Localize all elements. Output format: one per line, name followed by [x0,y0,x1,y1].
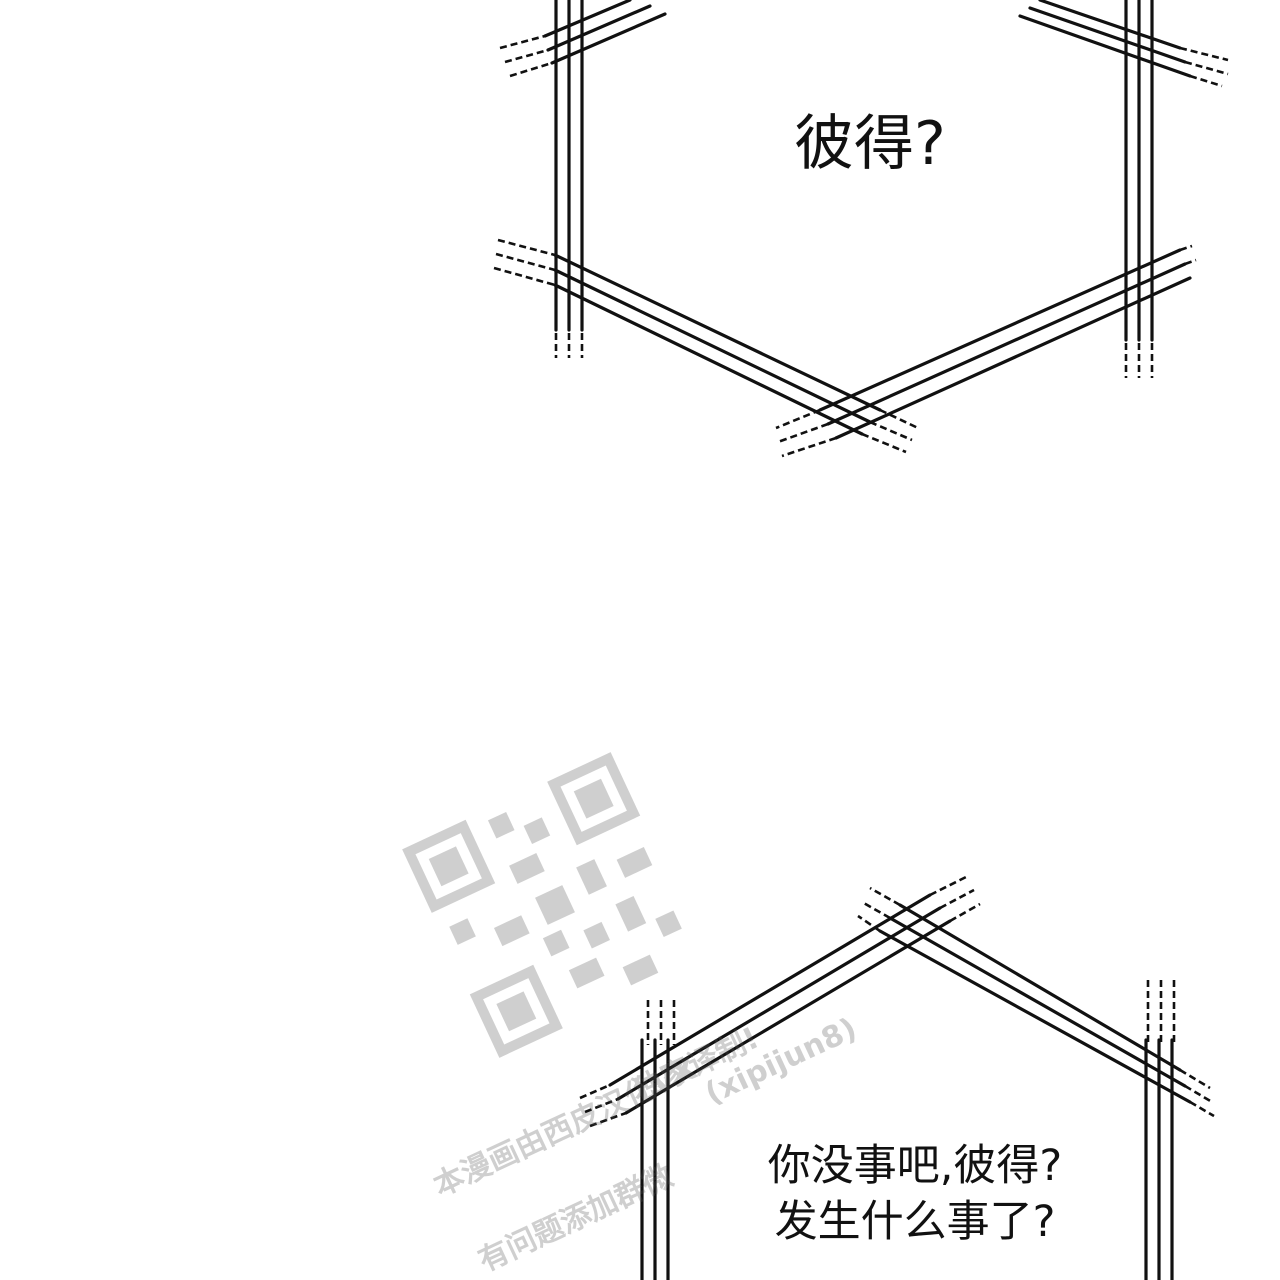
top-bubble-frame [493,0,1229,458]
qr-code-icon [388,738,722,1072]
bottom-bubble-line-2: 发生什么事了? [774,1197,1056,1247]
bottom-bubble-text: 你没事吧,彼得? 发生什么事了? [700,1138,1130,1250]
watermark: 独家译制! (xipijun8) 本漫画由西皮汉化VX 有问题添加群微 [388,738,900,1279]
bottom-bubble-frame [579,874,1215,1280]
bottom-bubble-line-1: 你没事吧,彼得? [767,1141,1063,1191]
top-bubble-text: 彼得? [794,109,946,179]
